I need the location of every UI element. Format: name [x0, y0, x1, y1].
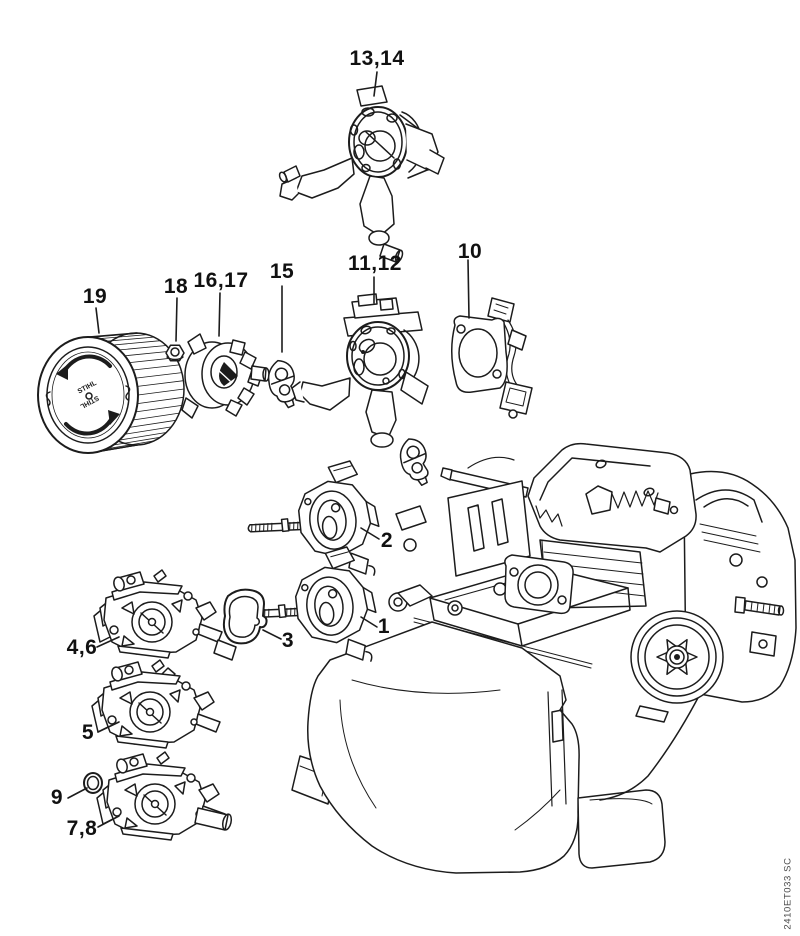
part-label-15: 15 — [269, 260, 295, 283]
grommet-below-bracket-drawing — [394, 434, 436, 490]
chainsaw-powerhead-drawing — [291, 442, 797, 874]
part-label-3: 3 — [281, 629, 295, 652]
plate-code: 2410ET033 SC — [782, 857, 794, 930]
leader-10 — [467, 259, 470, 319]
leader-4-6 — [96, 636, 120, 648]
part-label-1: 1 — [377, 615, 391, 638]
part-label-18: 18 — [163, 275, 189, 298]
leader-16-17 — [218, 292, 221, 337]
mounting-bracket-cluster — [395, 456, 563, 577]
leader-5 — [97, 721, 120, 733]
carb-bracket-13-14-drawing — [278, 85, 445, 263]
gasket-3-drawing — [222, 588, 268, 645]
part-label-11-12: 11,12 — [348, 252, 402, 275]
collar-nut-18-drawing — [165, 344, 185, 362]
air-filter-19-drawing: STIHL STIHL — [37, 332, 185, 454]
o-ring-9-drawing — [83, 772, 103, 794]
part-label-19: 19 — [82, 285, 108, 308]
intake-boot — [504, 554, 574, 615]
leader-lines — [67, 71, 470, 828]
manifold-2-drawing — [241, 457, 385, 589]
carb-bracket-11-12-drawing — [291, 293, 429, 448]
leader-19 — [95, 307, 100, 334]
leader-2 — [360, 527, 380, 540]
part-label-2: 2 — [380, 529, 394, 552]
carburetor-4-6-drawing — [93, 569, 237, 661]
leader-9 — [67, 787, 88, 799]
carburetor-7-8-drawing — [96, 751, 233, 841]
clutch-drum — [630, 610, 724, 723]
leader-3 — [262, 629, 282, 640]
carburetor-5-drawing — [91, 659, 221, 749]
tank-housing — [307, 621, 701, 874]
part-label-10: 10 — [457, 240, 483, 263]
part-label-13-14: 13,14 — [349, 47, 405, 70]
leader-13-14 — [373, 71, 378, 97]
stud-bolt — [734, 596, 785, 616]
part-label-16-17: 16,17 — [193, 269, 249, 292]
spark-plug — [585, 485, 679, 515]
part-label-4-6: 4,6 — [66, 636, 98, 659]
gasket-harness-10-drawing — [451, 297, 533, 419]
leader-18 — [175, 297, 178, 342]
leader-1 — [360, 616, 378, 628]
part-label-5: 5 — [81, 721, 95, 744]
part-label-9: 9 — [50, 786, 64, 809]
filter-base-16-17-drawing — [181, 333, 270, 419]
leader-7-8 — [97, 815, 120, 828]
part-label-7-8: 7,8 — [66, 817, 98, 840]
bayonet-arrows — [56, 354, 120, 436]
